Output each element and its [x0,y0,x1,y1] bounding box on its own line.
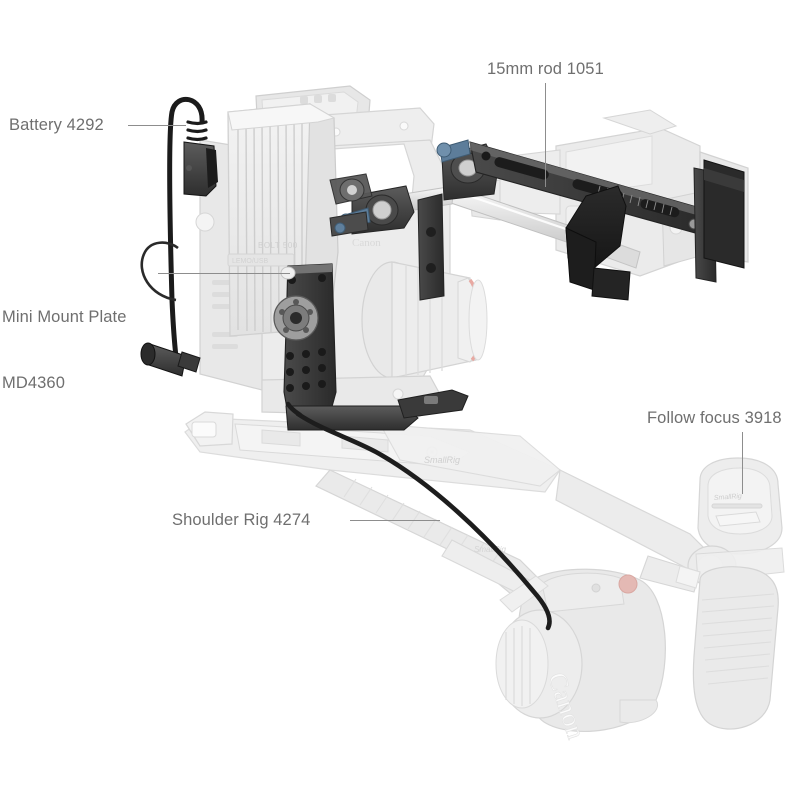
leader-shoulder-rig [350,520,440,522]
callout-shoulder-rig: Shoulder Rig 4274 [172,511,311,529]
svg-text:LEMO/USB: LEMO/USB [232,258,269,265]
svg-text:Canon: Canon [352,237,381,249]
svg-text:SmallRig: SmallRig [424,455,460,465]
callout-mini-mount-line1: Mini Mount Plate [2,308,127,326]
ghost-follow-focus: SmallRig [639,457,785,730]
battery-plate-4292 [140,96,218,377]
svg-text:BOLT 500: BOLT 500 [258,241,298,250]
callout-mini-mount-line2: MD4360 [2,374,65,392]
svg-text:SmallRig: SmallRig [474,545,507,554]
svg-text:SmallRig: SmallRig [714,493,743,502]
callout-battery: Battery 4292 [9,116,104,134]
callout-rod: 15mm rod 1051 [487,60,604,78]
cage-bars [329,173,373,237]
ghost-canon-camera: Canon [495,568,666,743]
signal-cable [285,401,552,631]
leader-rod [545,83,547,187]
leader-follow-focus [742,432,744,494]
leader-battery [128,125,186,127]
shoulder-pad [565,159,745,301]
ghost-shoulder-rig: SmallRig SmallRig [184,411,713,619]
leader-mini-mount [158,273,290,275]
callout-mini-mount: Mini Mount Plate MD4360 [2,262,127,438]
callout-follow-focus: Follow focus 3918 [647,409,782,427]
